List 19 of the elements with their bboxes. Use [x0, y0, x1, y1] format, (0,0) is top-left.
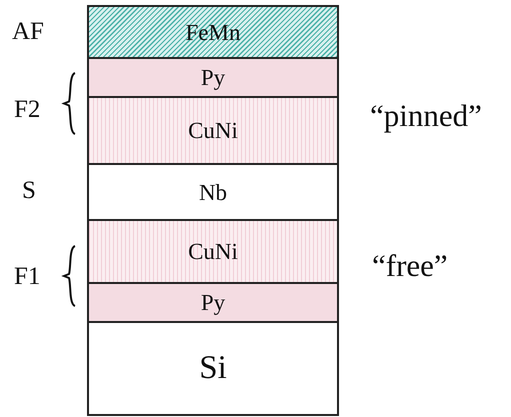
- layer-label: CuNi: [188, 240, 238, 263]
- layer-band: [87, 321, 339, 416]
- layer-band: [87, 57, 339, 98]
- layer-label: Py: [200, 66, 226, 89]
- state-label: “free”: [372, 250, 448, 280]
- striped-layer: [87, 96, 339, 165]
- striped-layer: [87, 219, 339, 284]
- layer-group-label: AF: [12, 18, 44, 44]
- layer-group-label: F2: [14, 96, 40, 122]
- layer-band: [87, 163, 339, 221]
- layer-band: [87, 282, 339, 323]
- hatched-layer: [87, 5, 339, 59]
- state-label: “pinned”: [370, 100, 482, 130]
- layer-group-label: S: [22, 178, 36, 202]
- layer-group-label: F1: [14, 264, 40, 288]
- layer-label: Py: [200, 291, 226, 314]
- layer-label: Si: [199, 352, 227, 385]
- layer-label: CuNi: [188, 119, 238, 142]
- layer-label: Nb: [198, 180, 228, 204]
